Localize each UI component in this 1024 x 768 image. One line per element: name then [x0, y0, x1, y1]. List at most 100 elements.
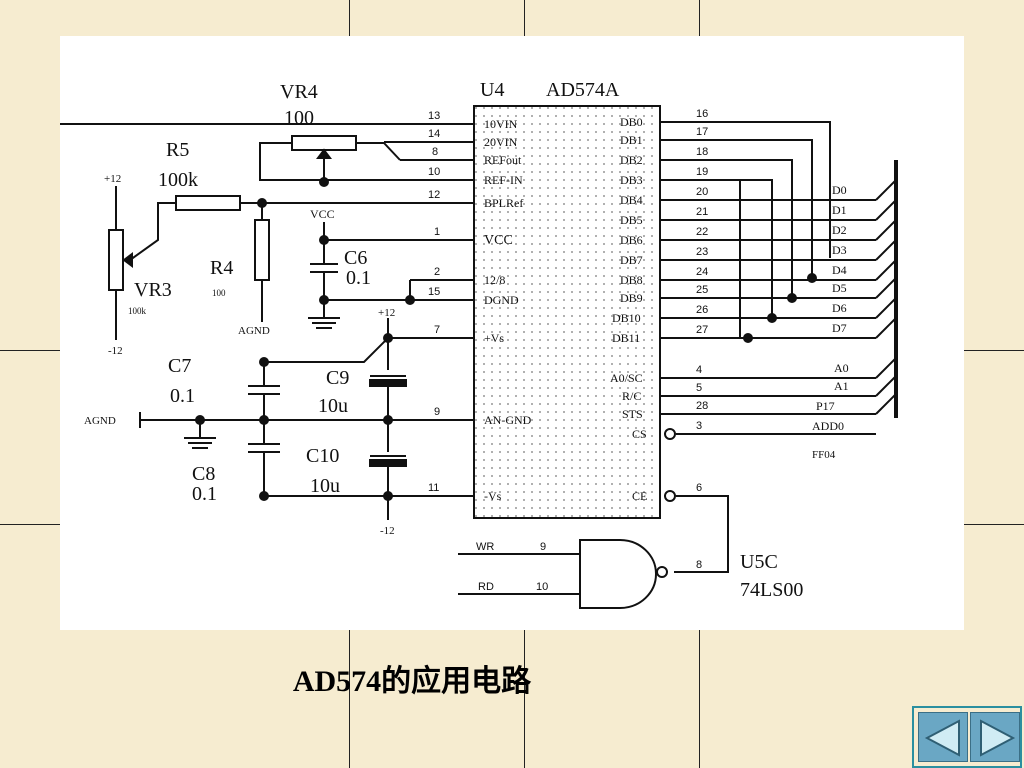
- pin-num: 20: [696, 186, 708, 198]
- pin-name: 10VIN: [484, 117, 518, 131]
- pin-name: -Vs: [484, 489, 502, 503]
- ctrl-label: A1: [834, 379, 849, 393]
- pin-num: 12: [428, 189, 440, 201]
- pin-name: REFout: [484, 153, 522, 167]
- pin-num: 11: [428, 482, 439, 494]
- pin-num: 19: [696, 166, 708, 178]
- triangle-left-icon: [924, 719, 960, 757]
- slide-nav: [912, 706, 1022, 768]
- agnd-label-left: AGND: [84, 415, 116, 427]
- c8-ref: C8: [192, 463, 215, 485]
- slide-caption: AD574的应用电路: [292, 665, 532, 698]
- pin-num: 16: [696, 108, 708, 120]
- pin-name: REF-IN: [484, 173, 523, 187]
- vr3-potentiometer: [108, 186, 133, 340]
- pin-name: DB10: [612, 311, 641, 325]
- data-bit-junctions: [743, 273, 817, 343]
- c8-val: 0.1: [192, 483, 217, 505]
- pin-num: 28: [696, 400, 708, 412]
- pin-num: 4: [696, 364, 702, 376]
- vr3-ref: VR3: [134, 279, 172, 301]
- r4-ref: R4: [210, 257, 233, 279]
- pin-name: DB4: [620, 193, 643, 207]
- ctrl-label: ADD0: [812, 419, 844, 433]
- pin-num: 26: [696, 304, 708, 316]
- gate-out-pin: 8: [696, 559, 702, 571]
- c7-ref: C7: [168, 355, 191, 377]
- c7-val: 0.1: [170, 385, 195, 407]
- pin-num: 25: [696, 284, 708, 296]
- gate-in1-label: WR: [476, 541, 494, 553]
- triangle-right-icon: [980, 719, 1016, 757]
- pin-name: AN-GND: [484, 413, 532, 427]
- pin-name: DB7: [620, 253, 643, 267]
- pin-name: +Vs: [484, 331, 504, 345]
- junction-dot: [743, 333, 753, 343]
- vr4-val: 100: [284, 107, 314, 129]
- pin-num: 5: [696, 382, 702, 394]
- chip-ref: U4: [480, 79, 504, 101]
- pin-num: 17: [696, 126, 708, 138]
- ff04-label: FF04: [812, 449, 836, 461]
- junction-dot: [807, 273, 817, 283]
- pin-name: DGND: [484, 293, 519, 307]
- bus-label: D6: [832, 301, 847, 315]
- pin-name: DB0: [620, 115, 643, 129]
- chip-part: AD574A: [546, 79, 620, 101]
- pin-num: 27: [696, 324, 708, 336]
- bus-label: D7: [832, 321, 847, 335]
- decoupling-network: [139, 318, 407, 520]
- next-slide-button[interactable]: [970, 712, 1020, 762]
- c9-val: 10u: [318, 395, 348, 417]
- r5-val: 100k: [158, 169, 198, 191]
- c9-ref: C9: [326, 367, 349, 389]
- pin-num: 14: [428, 128, 440, 140]
- r5-ref: R5: [166, 139, 189, 161]
- r4-val: 100: [212, 288, 226, 298]
- pin-name: DB6: [620, 233, 643, 247]
- pin-num: 23: [696, 246, 708, 258]
- pin-num: 7: [434, 324, 440, 336]
- r5-resistor: [129, 195, 267, 261]
- circuit-schematic: U4 AD574A 13 14 8 10 12 1 2 15 7 9 11 10…: [60, 79, 898, 609]
- pin-name: A0/SC: [610, 371, 643, 385]
- gate-in2-label: RD: [478, 581, 494, 593]
- pin-name: DB3: [620, 173, 643, 187]
- bus-label: D2: [832, 223, 847, 237]
- vr4-potentiometer: [259, 135, 401, 187]
- pin-name: 20VIN: [484, 135, 518, 149]
- pin-name: STS: [622, 407, 643, 421]
- prev-slide-button[interactable]: [918, 712, 968, 762]
- pin-num: 15: [428, 286, 440, 298]
- pin-name: CE: [632, 489, 647, 503]
- pin-num: 18: [696, 146, 708, 158]
- pin-name: BPLRef: [484, 196, 523, 210]
- ad574-chip-body: [473, 105, 661, 519]
- schematic-frame: U4 AD574A 13 14 8 10 12 1 2 15 7 9 11 10…: [60, 36, 964, 630]
- pin-name: VCC: [484, 233, 513, 248]
- pin-num: 21: [696, 206, 708, 218]
- vr3-minus12: -12: [108, 345, 123, 357]
- pin-num: 13: [428, 110, 440, 122]
- bus-label: D0: [832, 183, 847, 197]
- c6-ref: C6: [344, 247, 367, 269]
- bus-labels: D0 D1 D2 D3 D4 D5 D6 D7 A0 A1 P17 ADD0 F…: [812, 183, 849, 461]
- pin-num: 22: [696, 226, 708, 238]
- pin-num: 3: [696, 420, 702, 432]
- data-bit-wires: [660, 121, 876, 339]
- vr3-val: 100k: [128, 306, 147, 316]
- gate-in1-pin: 9: [540, 541, 546, 553]
- pin-name: 12/8: [484, 273, 505, 287]
- vs-minus12: -12: [380, 525, 395, 537]
- pin-num: 10: [428, 166, 440, 178]
- left-pin-wires: [60, 123, 474, 497]
- ctrl-label: P17: [816, 399, 835, 413]
- pin-num: 1: [434, 226, 440, 238]
- pin-name: R/C: [622, 389, 641, 403]
- agnd-label-top: AGND: [238, 325, 270, 337]
- pin-num: 6: [696, 482, 702, 494]
- pin-name: DB1: [620, 133, 643, 147]
- pin-num: 8: [432, 146, 438, 158]
- c6-capacitor: [308, 222, 415, 329]
- vr4-ref: VR4: [280, 81, 318, 103]
